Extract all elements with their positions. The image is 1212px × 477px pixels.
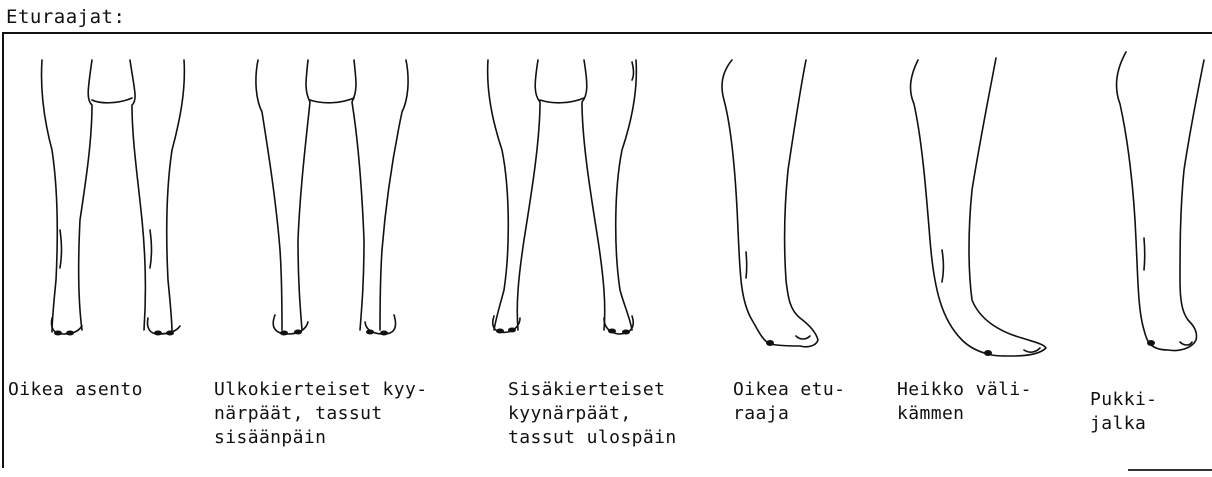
caption-elbows-out: Ulkokierteiset kyy- närpäät, tassut sisä… (214, 378, 428, 450)
front-legs-normal-figure (41, 60, 184, 336)
caption-weak-pastern: Heikko väli- kämmen (897, 378, 1032, 426)
caption-elbows-in: Sisäkierteiset kyynärpäät, tassut ulospä… (508, 378, 677, 450)
front-legs-elbows-out-figure (256, 60, 408, 336)
caption-side-correct: Oikea etu- raaja (733, 378, 845, 426)
side-leg-weak-pastern-figure (911, 58, 1046, 356)
side-leg-knuckling-figure (1117, 52, 1204, 351)
front-legs-elbows-in-figure (488, 60, 637, 335)
caption-knuckling: Pukki- jalka (1090, 388, 1157, 436)
side-leg-correct-figure (722, 60, 818, 347)
caption-normal: Oikea asento (8, 378, 143, 402)
